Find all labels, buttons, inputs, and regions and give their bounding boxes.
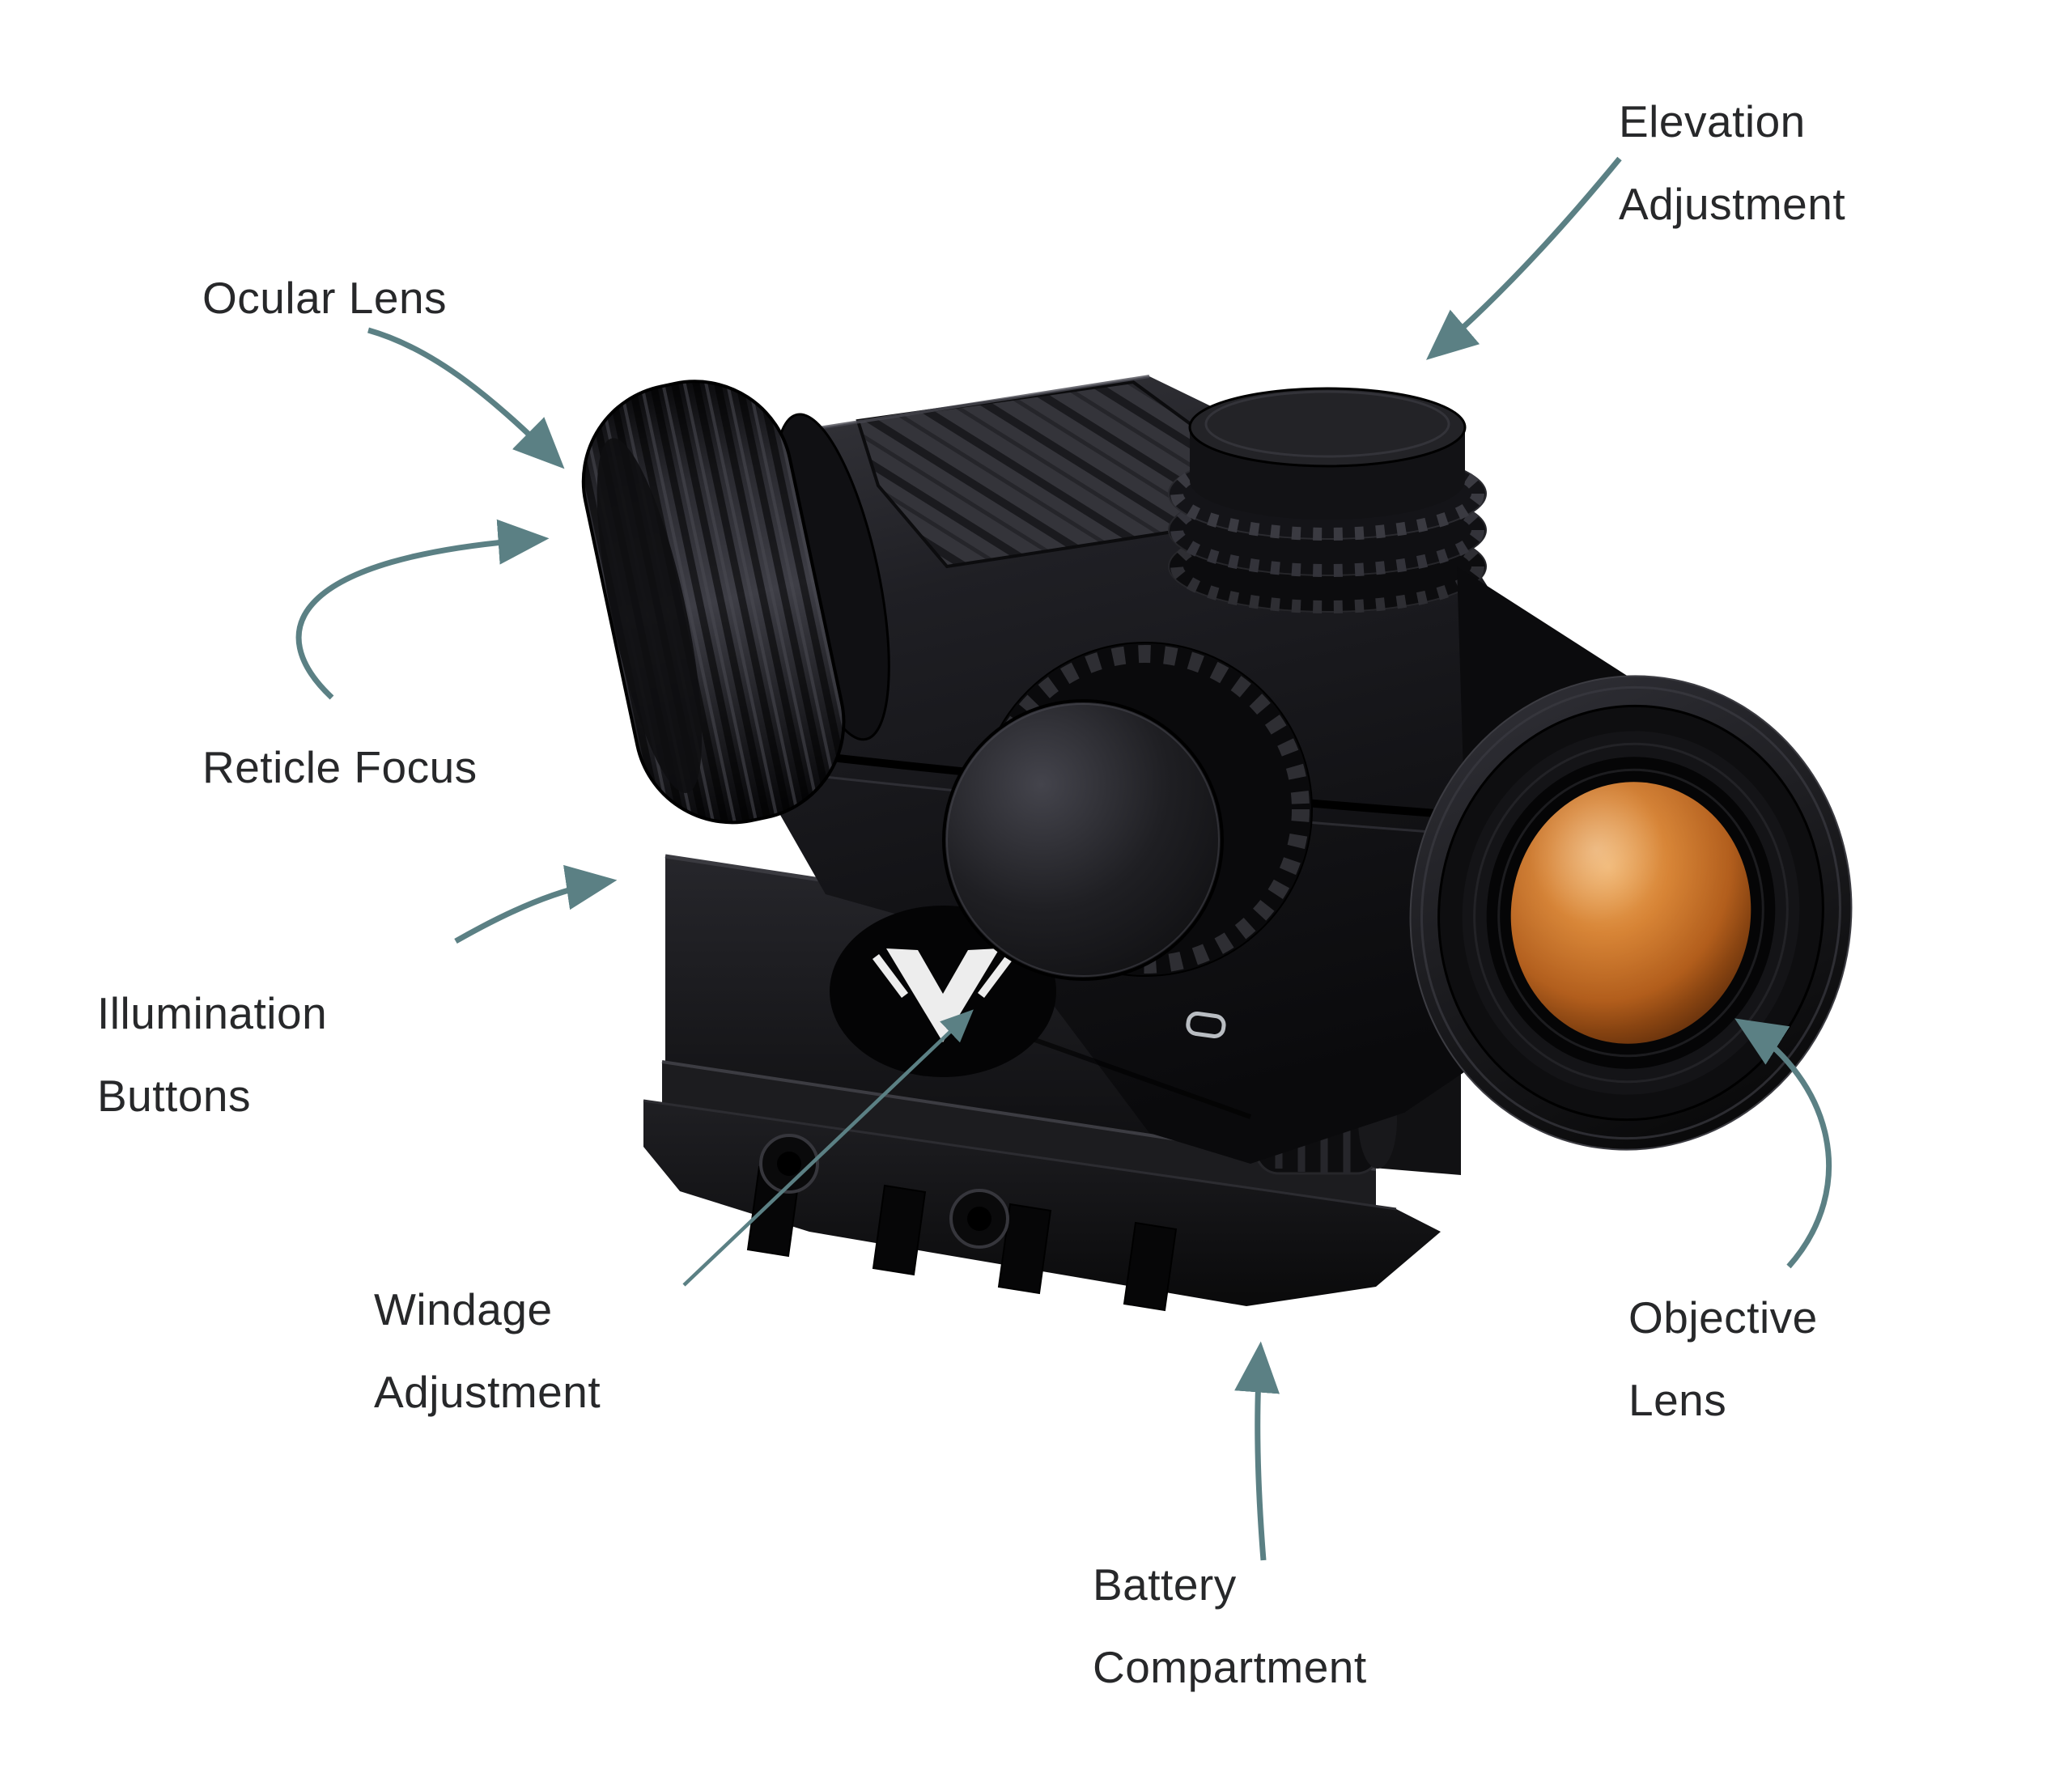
- arrow-elevation-adjustment: [1426, 156, 1622, 360]
- vortex-logo: [873, 948, 1013, 1042]
- elevation-cap: [1188, 387, 1467, 468]
- callout-arrows: [295, 156, 1832, 1561]
- windage-turret: [942, 642, 1313, 981]
- label-windage-adjustment: Windage Adjustment: [374, 1284, 601, 1417]
- label-elevation-adjustment: Elevation Adjustment: [1619, 96, 1846, 229]
- picatinny-rail: [643, 1101, 1441, 1306]
- arrow-windage-adjustment: [682, 1009, 974, 1287]
- battery-port-indicator: [1186, 1011, 1226, 1039]
- arrow-battery-compartment: [1234, 1341, 1280, 1561]
- label-reticle-focus: Reticle Focus: [202, 742, 478, 792]
- arrow-illumination-buttons: [454, 864, 618, 944]
- ocular-lens-opening: [597, 438, 703, 793]
- arrow-reticle-focus: [295, 519, 550, 700]
- elevation-turret: [1168, 387, 1487, 613]
- arrow-objective-lens: [1734, 1018, 1832, 1269]
- label-ocular-lens: Ocular Lens: [202, 273, 448, 323]
- rail-slots: [746, 1165, 1178, 1312]
- arrow-ocular-lens: [367, 327, 565, 469]
- label-objective-lens: Objective Lens: [1628, 1292, 1818, 1425]
- body-top-texture: [858, 382, 1263, 566]
- label-illumination-buttons: Illumination Buttons: [97, 988, 328, 1121]
- mount-screw: [759, 1134, 1009, 1249]
- ocular-eyepiece: [581, 380, 890, 825]
- label-battery-compartment: Battery Compartment: [1093, 1559, 1367, 1692]
- windage-cap: [942, 699, 1224, 981]
